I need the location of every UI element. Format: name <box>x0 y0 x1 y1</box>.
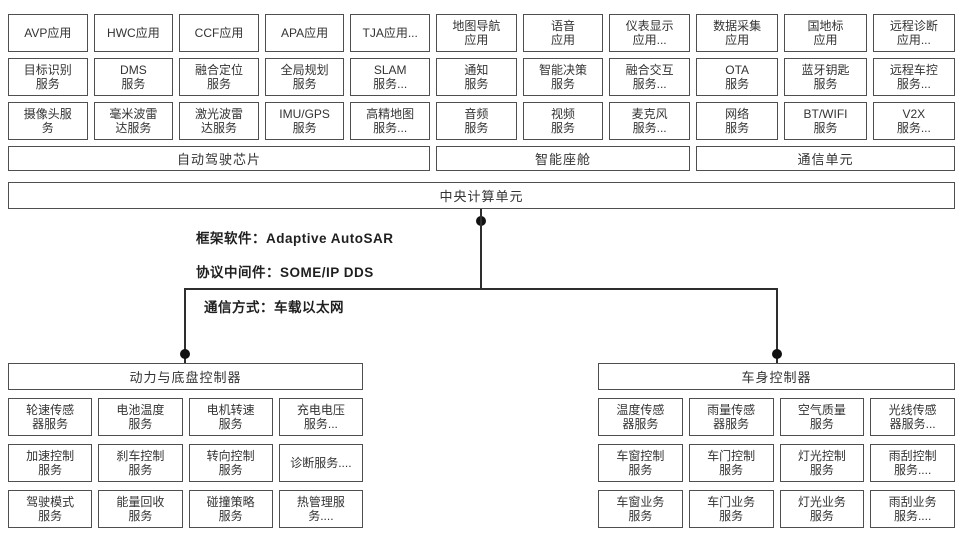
service-node: 通知 服务 <box>436 58 517 96</box>
service-node: 灯光业务 服务 <box>779 490 865 528</box>
service-node: 轮速传感 器服务 <box>8 398 93 436</box>
protocol-middleware-label: 协议中间件：SOME/IP DDS <box>196 265 374 280</box>
framework-software-label: 框架软件：Adaptive AutoSAR <box>196 231 394 246</box>
service-node: 电池温度 服务 <box>98 398 183 436</box>
service-node: 麦克风 服务... <box>609 102 690 140</box>
service-node: 激光波雷 达服务 <box>179 102 259 140</box>
controller-bar-body: 车身控制器 <box>598 363 955 390</box>
service-node: V2X 服务... <box>872 102 955 140</box>
group-autonomous-driving-chip: AVP应用 HWC应用 CCF应用 APA应用 TJA应用... 目标识别 服务… <box>8 14 430 171</box>
service-node: 蓝牙钥匙 服务 <box>784 58 867 96</box>
service-node: 充电电压 服务... <box>278 398 363 436</box>
service-node: 车窗控制 服务 <box>598 444 683 482</box>
service-node: 加速控制 服务 <box>8 444 93 482</box>
service-node: 灯光控制 服务 <box>779 444 865 482</box>
service-node: 音频 服务 <box>436 102 517 140</box>
service-node: 融合交互 服务... <box>609 58 690 96</box>
service-node: 电机转速 服务 <box>188 398 273 436</box>
group-body-controller: 车身控制器 温度传感 器服务 雨量传感 器服务 空气质量 服务 光线传感 器服务… <box>598 363 955 528</box>
service-node: 雨刮控制 服务.... <box>870 444 955 482</box>
service-node: HWC应用 <box>93 14 174 52</box>
service-node: AVP应用 <box>8 14 88 52</box>
service-node: 仪表显示 应用... <box>609 14 690 52</box>
service-node: 车门控制 服务 <box>688 444 774 482</box>
connector-line-vertical-left <box>184 288 186 364</box>
service-node: APA应用 <box>264 14 345 52</box>
service-node: 车门业务 服务 <box>688 490 774 528</box>
service-node: 温度传感 器服务 <box>598 398 683 436</box>
service-node: 目标识别 服务 <box>8 58 88 96</box>
service-node: 刹车控制 服务 <box>98 444 183 482</box>
service-node: 数据采集 应用 <box>696 14 779 52</box>
service-node: SLAM 服务... <box>350 58 430 96</box>
service-node: 碰撞策略 服务 <box>188 490 273 528</box>
service-node: 光线传感 器服务... <box>870 398 955 436</box>
service-node: 摄像头服 务 <box>8 102 88 140</box>
service-node: 转向控制 服务 <box>188 444 273 482</box>
service-node: 诊断服务.... <box>278 444 363 482</box>
service-node: CCF应用 <box>179 14 259 52</box>
connector-line-vertical-center <box>480 209 482 289</box>
service-node: 高精地图 服务... <box>350 102 430 140</box>
service-node: 融合定位 服务 <box>179 58 259 96</box>
service-node: 远程车控 服务... <box>872 58 955 96</box>
service-node: IMU/GPS 服务 <box>264 102 345 140</box>
controller-bar-power-chassis: 动力与底盘控制器 <box>8 363 363 390</box>
service-node: TJA应用... <box>350 14 430 52</box>
service-node: BT/WIFI 服务 <box>784 102 867 140</box>
group-bar-smart-cockpit: 智能座舱 <box>436 146 690 171</box>
group-communication-unit: 数据采集 应用 国地标 应用 远程诊断 应用... OTA 服务 蓝牙钥匙 服务… <box>696 14 955 171</box>
group-bar-autonomous-driving-chip: 自动驾驶芯片 <box>8 146 430 171</box>
service-node: 远程诊断 应用... <box>872 14 955 52</box>
service-node: 智能决策 服务 <box>522 58 604 96</box>
service-node: 语音 应用 <box>522 14 604 52</box>
group-bar-communication-unit: 通信单元 <box>696 146 955 171</box>
communication-mode-label: 通信方式：车载以太网 <box>204 300 344 315</box>
service-node: OTA 服务 <box>696 58 779 96</box>
connector-line-horizontal <box>184 288 778 290</box>
service-node: 车窗业务 服务 <box>598 490 683 528</box>
service-node: 雨量传感 器服务 <box>688 398 774 436</box>
group-smart-cockpit: 地图导航 应用 语音 应用 仪表显示 应用... 通知 服务 智能决策 服务 融… <box>436 14 690 171</box>
junction-dot-right <box>772 349 782 359</box>
service-node: 毫米波雷 达服务 <box>93 102 174 140</box>
service-node: 能量回收 服务 <box>98 490 183 528</box>
service-node: 网络 服务 <box>696 102 779 140</box>
service-node: 视频 服务 <box>522 102 604 140</box>
service-node: 全局规划 服务 <box>264 58 345 96</box>
central-computing-unit-bar: 中央计算单元 <box>8 182 955 209</box>
service-node: 国地标 应用 <box>784 14 867 52</box>
service-node: 空气质量 服务 <box>779 398 865 436</box>
junction-dot-left <box>180 349 190 359</box>
service-node: 地图导航 应用 <box>436 14 517 52</box>
group-power-chassis-controller: 动力与底盘控制器 轮速传感 器服务 电池温度 服务 电机转速 服务 充电电压 服… <box>8 363 363 528</box>
service-node: 驾驶模式 服务 <box>8 490 93 528</box>
service-node: DMS 服务 <box>93 58 174 96</box>
connector-line-vertical-right <box>776 288 778 364</box>
service-node: 雨刮业务 服务.... <box>870 490 955 528</box>
service-node: 热管理服 务.... <box>278 490 363 528</box>
